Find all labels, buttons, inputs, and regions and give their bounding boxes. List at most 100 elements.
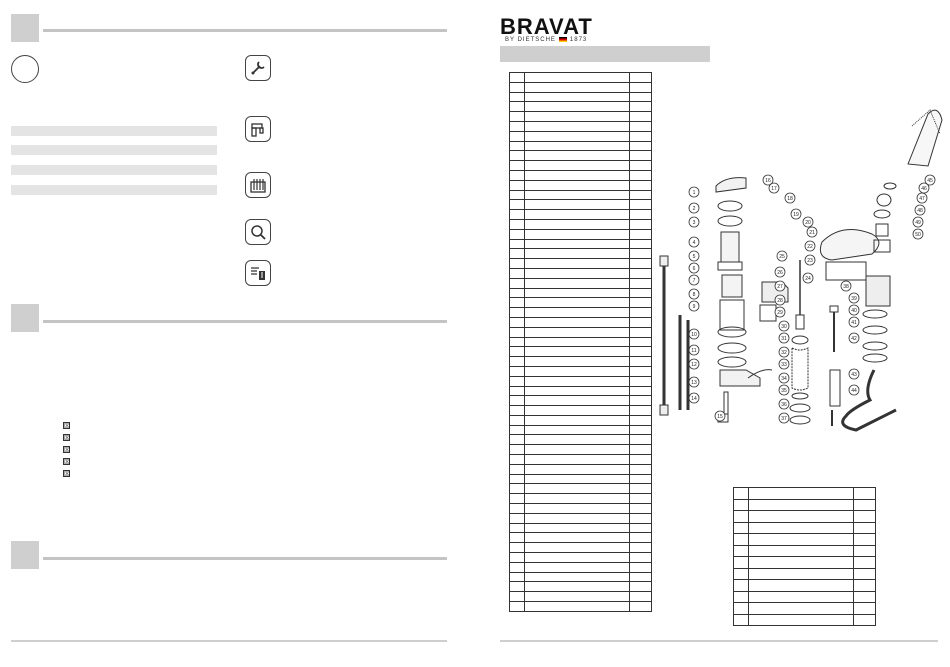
checkbox-1[interactable]: ☒: [63, 422, 71, 430]
part-name-cell: [524, 414, 631, 426]
part-name-cell: [748, 498, 855, 511]
part-number-cell: [732, 556, 750, 569]
callout-bubble: [804, 254, 816, 266]
part-number-cell: [508, 316, 526, 328]
part-qty-cell: [629, 375, 652, 387]
part-name-cell: [524, 454, 631, 465]
part-name-cell: [524, 101, 631, 113]
part-name-cell: [524, 258, 631, 269]
table-row: [508, 72, 652, 83]
part-number-cell: [508, 189, 526, 201]
table-row: [508, 120, 652, 132]
part-number-cell: [508, 218, 526, 230]
part-name-cell: [524, 160, 631, 171]
part-number-cell: [508, 346, 526, 358]
part-name-cell: [748, 602, 855, 615]
part-qty-cell: [629, 601, 652, 612]
part-qty-cell: [629, 297, 652, 309]
callout-label: 44: [851, 388, 857, 394]
table-row: [508, 473, 652, 485]
part-qty-cell: [629, 326, 652, 338]
left-page-footer-rule: [11, 640, 447, 642]
checkbox-4[interactable]: ☒: [63, 458, 71, 466]
checkbox-2[interactable]: ☒: [63, 434, 71, 442]
table-row: [508, 316, 652, 328]
part-name-cell: [524, 561, 631, 573]
callout-label: 8: [693, 292, 696, 298]
part-name-cell: [524, 522, 631, 534]
table-row: [508, 561, 652, 573]
callout-label: 22: [807, 244, 813, 250]
callout-label: 37: [781, 416, 787, 422]
table-row: [508, 512, 652, 524]
part-qty-cell: [853, 590, 876, 603]
callout-bubble: [714, 410, 726, 422]
part-qty-cell: [853, 498, 876, 511]
table-row: [508, 444, 652, 456]
part-number-cell: [732, 498, 750, 511]
table-row: [508, 424, 652, 436]
checkbox-5[interactable]: ☒: [63, 470, 71, 478]
callout-bubble: [802, 216, 814, 228]
callout-label: 48: [917, 208, 923, 214]
table-row: [508, 542, 652, 554]
callout-bubble: [776, 250, 788, 262]
part-qty-cell: [629, 267, 652, 279]
callout-bubble: [778, 384, 790, 396]
table-row: [508, 375, 652, 387]
part-name-cell: [524, 356, 631, 367]
callout-label: 50: [915, 232, 921, 238]
part-name-cell: [524, 336, 631, 348]
callout-bubble: [848, 292, 860, 304]
table-row: [732, 602, 876, 615]
part-qty-cell: [629, 218, 652, 230]
table-row: [508, 111, 652, 122]
part-name-cell: [524, 532, 631, 544]
part-qty-cell: [629, 248, 652, 260]
callout-label: 26: [777, 270, 783, 276]
part-qty-cell: [629, 463, 652, 475]
callout-bubble: [848, 316, 860, 328]
part-number-cell: [508, 493, 526, 505]
part-number-cell: [732, 544, 750, 557]
part-name-cell: [524, 120, 631, 132]
part-name-cell: [524, 150, 631, 162]
part-qty-cell: [629, 336, 652, 348]
part-qty-cell: [629, 473, 652, 485]
table-row: [508, 258, 652, 269]
part-name-cell: [524, 463, 631, 475]
callout-label: 43: [851, 372, 857, 378]
table-row: [508, 169, 652, 181]
checkbox-3[interactable]: ☒: [63, 446, 71, 454]
callout-label: 46: [921, 186, 927, 192]
part-number-cell: [732, 487, 750, 500]
callout-bubble: [778, 332, 790, 344]
part-number-cell: [508, 91, 526, 103]
table-row: [508, 189, 652, 201]
part-number-cell: [508, 307, 526, 318]
part-number-cell: [508, 238, 526, 250]
part-name-cell: [524, 385, 631, 397]
part-number-cell: [508, 277, 526, 289]
part-number-cell: [508, 405, 526, 416]
table-row: [508, 571, 652, 583]
part-number-cell: [508, 356, 526, 367]
part-qty-cell: [629, 356, 652, 367]
callout-bubble: [688, 186, 700, 198]
part-qty-cell: [629, 503, 652, 514]
right-page-footer-rule: [500, 640, 938, 642]
part-name-cell: [748, 521, 855, 534]
tools-icon: [245, 172, 271, 198]
part-number-cell: [508, 552, 526, 563]
part-number-cell: [508, 248, 526, 260]
manual-icon: [245, 260, 271, 286]
callout-bubble: [802, 272, 814, 284]
table-row: [508, 248, 652, 260]
part-qty-cell: [629, 454, 652, 465]
table-row: [508, 346, 652, 358]
part-name-cell: [524, 91, 631, 103]
part-qty-cell: [629, 81, 652, 93]
callout-label: 40: [851, 308, 857, 314]
table-row: [508, 385, 652, 397]
part-number-cell: [508, 297, 526, 309]
